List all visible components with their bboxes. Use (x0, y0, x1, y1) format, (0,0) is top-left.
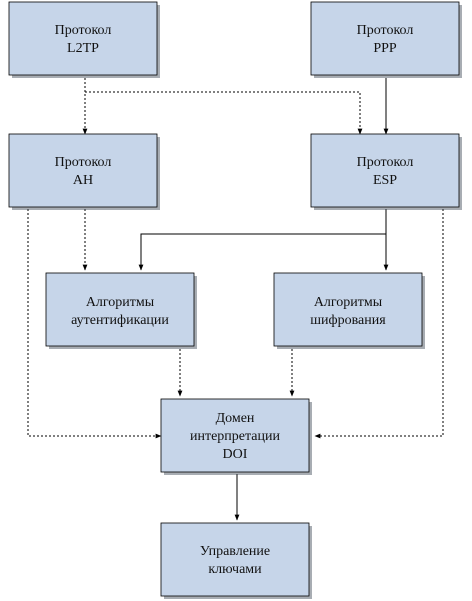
node-doi-line1: Домен (216, 411, 255, 426)
node-ppp-line2: PPP (373, 41, 397, 56)
node-doi-line3: DOI (223, 447, 248, 462)
node-ah-line2: AH (73, 173, 93, 188)
node-esp-line1: Протокол (357, 155, 414, 170)
node-ah-line1: Протокол (55, 155, 112, 170)
node-keys-line2: ключами (208, 562, 262, 577)
node-l2tp-line1: Протокол (55, 23, 112, 38)
node-key-management: Управление ключами (160, 522, 312, 599)
edge-esp-to-auth (138, 233, 386, 271)
node-ah: Протокол AH (8, 133, 160, 210)
node-keys-line1: Управление (200, 544, 270, 559)
node-ppp-line1: Протокол (357, 23, 414, 38)
node-encryption-algorithms: Алгоритмы шифрования (273, 272, 425, 349)
node-doi: Домен интерпретации DOI (160, 398, 312, 475)
edges (27, 78, 444, 521)
node-enc-line2: шифрования (310, 313, 386, 328)
node-esp: Протокол ESP (310, 133, 462, 210)
node-l2tp: Протокол L2TP (8, 1, 160, 78)
edge-l2tp-to-esp (85, 91, 363, 135)
node-ppp: Протокол PPP (310, 1, 462, 78)
node-enc-line1: Алгоритмы (314, 295, 383, 310)
node-auth-line1: Алгоритмы (86, 295, 155, 310)
node-auth-line2: аутентификации (71, 313, 169, 328)
node-doi-line2: интерпретации (190, 429, 281, 444)
node-auth-algorithms: Алгоритмы аутентификации (45, 272, 197, 349)
edge-esp-to-doi (314, 209, 444, 439)
node-esp-line2: ESP (373, 173, 397, 188)
node-l2tp-line2: L2TP (67, 41, 99, 56)
